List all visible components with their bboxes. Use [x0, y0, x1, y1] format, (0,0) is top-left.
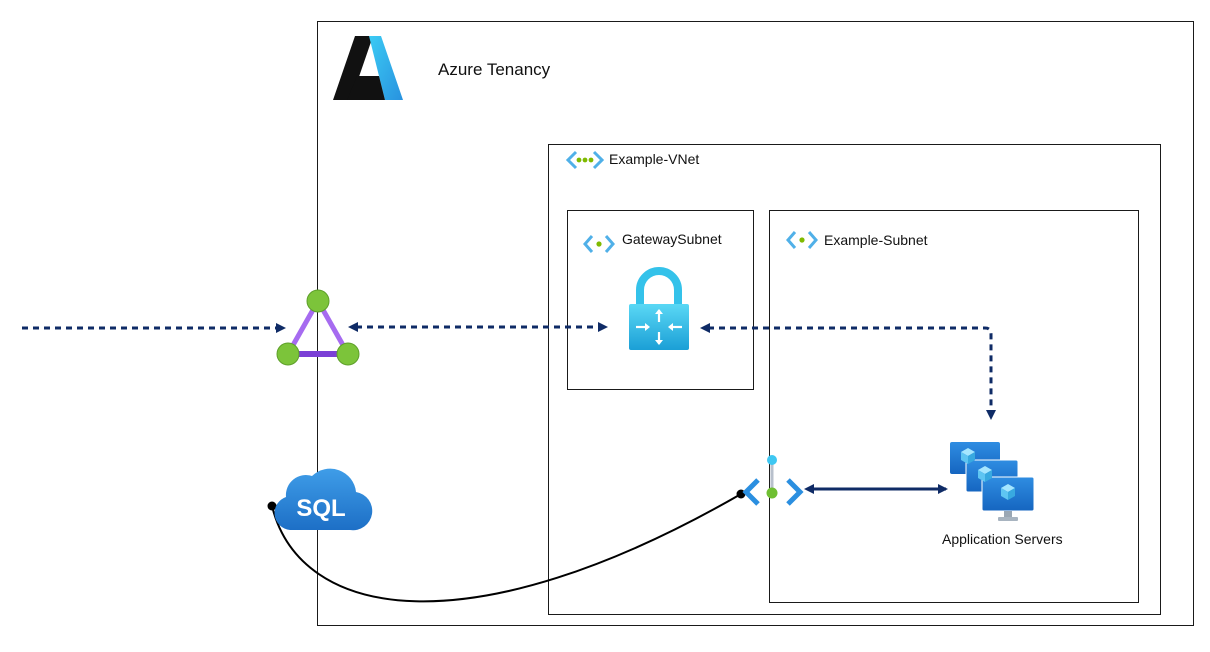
virtual-machines-icon[interactable]: [948, 440, 1036, 526]
vpn-gateway-lock-icon[interactable]: [628, 267, 690, 352]
gateway-subnet-title: GatewaySubnet: [622, 231, 722, 247]
application-servers-label: Application Servers: [942, 531, 1063, 547]
example-subnet-title: Example-Subnet: [824, 232, 928, 248]
example-subnet-icon: [786, 231, 818, 249]
gateway-subnet-container: [567, 210, 754, 390]
local-network-gateway-icon[interactable]: [274, 289, 362, 369]
virtual-network-icon: [565, 150, 605, 170]
azure-logo-icon: [333, 36, 403, 100]
gateway-subnet-icon: [583, 235, 615, 253]
vnet-container: [548, 144, 1161, 615]
gateway-to-app-servers-connection: [700, 323, 996, 420]
sql-connection-endpoint: [267, 501, 277, 511]
sql-label: SQL: [296, 495, 345, 522]
private-endpoint-icon[interactable]: [742, 452, 804, 514]
vnet-title: Example-VNet: [609, 151, 700, 167]
sql-database-cloud-icon[interactable]: SQL: [272, 462, 373, 532]
tenancy-title: Azure Tenancy: [438, 60, 551, 79]
azure-tenancy-container: [317, 21, 1194, 626]
sql-private-link-connection: [271, 493, 742, 603]
